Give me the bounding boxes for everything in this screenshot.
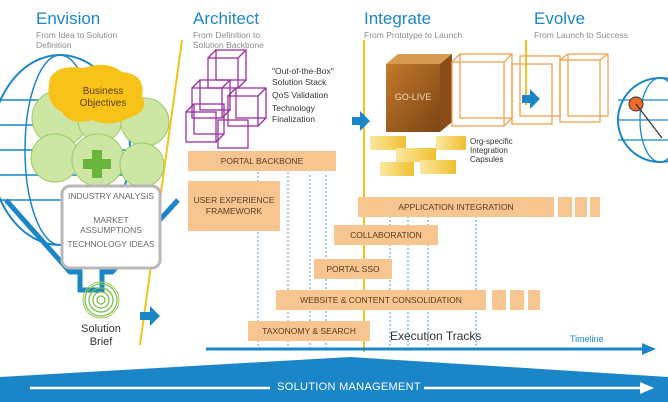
timeline-arrowhead: [642, 343, 656, 355]
phase-subtitle-evolve: From Launch to Success: [534, 30, 629, 40]
capsules-label-3: Capsules: [470, 155, 504, 164]
track-extension: [558, 197, 572, 217]
track-portal-sso: PORTAL SSO: [314, 259, 392, 279]
track-extension: [492, 290, 506, 310]
phase-subtitle-envision: From Idea to Solution Definition: [36, 30, 118, 50]
phase-title-envision: Envision: [36, 9, 101, 28]
input-technology-ideas: TECHNOLOGY IDEAS: [67, 239, 155, 249]
golive-cube: [386, 54, 452, 132]
track-extension: [528, 290, 540, 310]
track-website-content-consolidation: WEBSITE & CONTENT CONSOLIDATION: [276, 290, 486, 310]
track-taxonomy-search: TAXONOMY & SEARCH: [248, 321, 370, 341]
input-market-assumptions: MARKET ASSUMPTIONS: [80, 215, 142, 235]
input-industry-analysis: INDUSTRY ANALYSIS: [68, 191, 154, 201]
globe-right-icon: [617, 77, 668, 163]
timeline-label: Timeline: [570, 334, 604, 344]
capsules-label-2: Integration: [470, 146, 508, 155]
track-extension: [510, 290, 524, 310]
solution-stack-cubes-icon: [185, 49, 267, 149]
integration-capsules-icon: [370, 136, 466, 176]
business-objectives-label: Business Objectives: [79, 86, 127, 109]
golive-label: GO-LIVE: [394, 92, 432, 102]
idea-bubbles: [30, 89, 170, 188]
note-solution-stack: Solution Stack: [272, 77, 327, 87]
track-portal-backbone: PORTAL BACKBONE: [188, 151, 336, 171]
phase-subtitle-architect: From Definition to Solution Backbone: [193, 30, 264, 50]
phase-subtitle-integrate: From Prototype to Launch: [364, 30, 463, 40]
track-application-integration: APPLICATION INTEGRATION: [358, 197, 554, 217]
progress-arrow-icon: [140, 89, 540, 326]
phase-title-evolve: Evolve: [534, 9, 586, 28]
note-out-of-the-box: "Out-of-the-Box": [272, 66, 334, 76]
track-extension: [590, 197, 600, 217]
capsules-label-1: Org-specific: [470, 137, 513, 146]
solution-management-label: SOLUTION MANAGEMENT: [277, 381, 421, 393]
solution-brief-label: Solution Brief: [81, 323, 121, 348]
solution-management-band: [0, 357, 668, 402]
note-qos-validation: QoS Validation: [272, 90, 329, 100]
inputs-box: [60, 184, 162, 270]
track-collaboration: COLLABORATION: [334, 225, 438, 245]
phase-title-architect: Architect: [193, 9, 260, 28]
track-user-experience-framework: USER EXPERIENCE FRAMEWORK: [188, 181, 280, 231]
funnel-shape: [4, 198, 180, 293]
note-technology: Technology: [272, 103, 316, 113]
note-finalization: Finalization: [272, 114, 315, 124]
business-objectives-blob: [48, 64, 145, 124]
phase-title-integrate: Integrate: [364, 9, 432, 28]
spiral-icon: [84, 283, 118, 317]
track-extension: [575, 197, 587, 217]
execution-tracks-label: Execution Tracks: [390, 329, 482, 343]
plus-icon: [83, 150, 111, 178]
evolve-boxes: [451, 53, 609, 127]
